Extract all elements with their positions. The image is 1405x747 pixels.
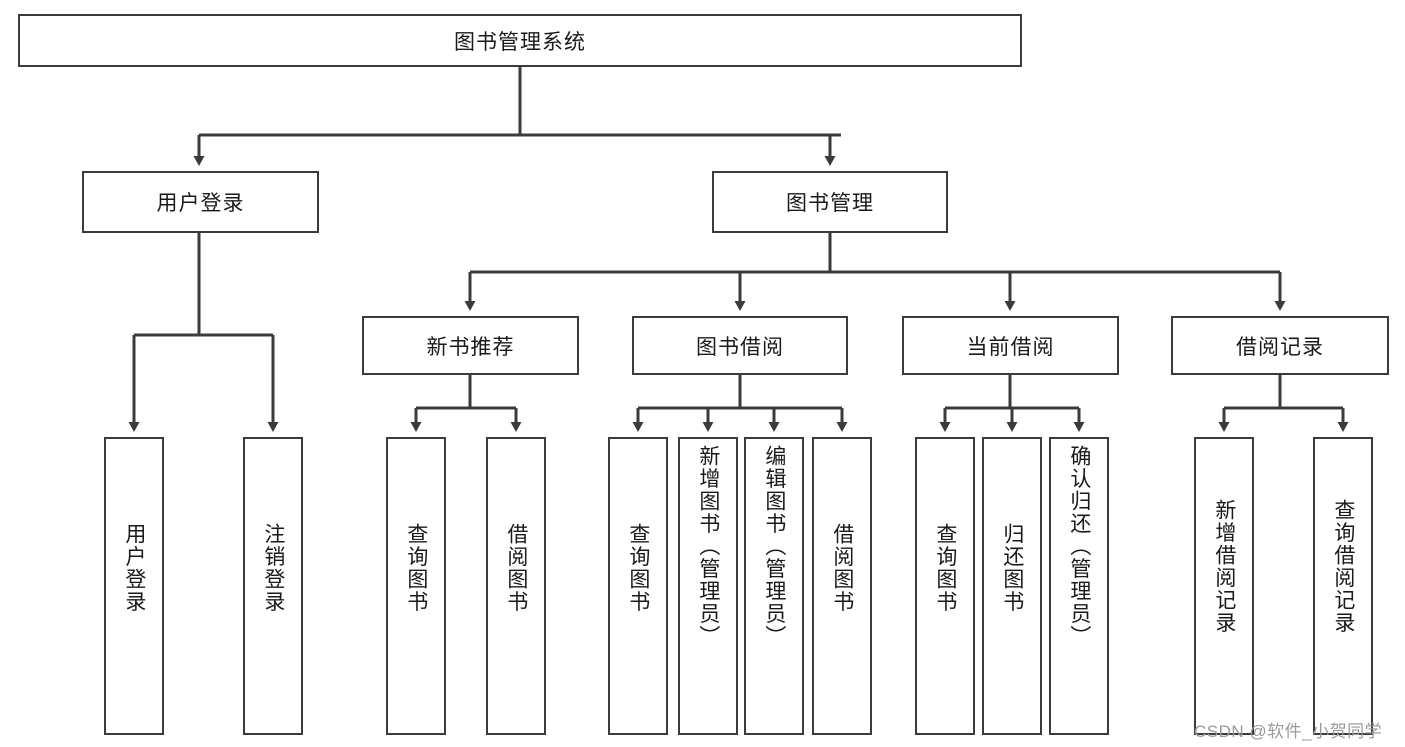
node-root-system[interactable]: 图书管理系统 [18, 14, 1022, 67]
node-label: 当前借阅 [966, 335, 1055, 359]
node-label: 确认归还（管理员） [1067, 445, 1091, 648]
node-current-borrow[interactable]: 当前借阅 [902, 316, 1119, 375]
node-label: 用户登录 [156, 192, 245, 215]
leaf-edit-book-admin[interactable]: 编辑图书（管理员） [744, 437, 804, 735]
node-label: 新书推荐 [426, 335, 515, 359]
leaf-borrow-book-newbook[interactable]: 借阅图书 [486, 437, 546, 735]
csdn-watermark: CSDN @软件_小贺同学 [1194, 722, 1383, 741]
node-label: 归还图书 [1000, 523, 1024, 613]
leaf-return-book[interactable]: 归还图书 [982, 437, 1042, 735]
node-label: 查询图书 [404, 523, 428, 613]
node-label: 图书借阅 [696, 335, 784, 359]
leaf-add-book-admin[interactable]: 新增图书（管理员） [678, 437, 738, 735]
leaf-query-book-newbook[interactable]: 查询图书 [386, 437, 446, 735]
node-label: 新增借阅记录 [1212, 499, 1236, 634]
leaf-user-login[interactable]: 用户登录 [104, 437, 164, 735]
node-label: 查询借阅记录 [1331, 499, 1355, 634]
node-label: 新增图书（管理员） [696, 445, 720, 648]
leaf-query-book-borrow[interactable]: 查询图书 [608, 437, 668, 735]
node-book-borrow[interactable]: 图书借阅 [632, 316, 848, 375]
node-label: 借阅图书 [504, 523, 528, 613]
leaf-logout[interactable]: 注销登录 [243, 437, 303, 735]
node-label: 用户登录 [122, 523, 146, 613]
node-label: 编辑图书（管理员） [762, 445, 786, 648]
node-label: 图书管理系统 [454, 30, 586, 54]
node-new-book-recommend[interactable]: 新书推荐 [362, 316, 579, 375]
node-label: 图书管理 [786, 192, 874, 215]
node-user-login[interactable]: 用户登录 [82, 171, 319, 233]
leaf-add-borrow-record[interactable]: 新增借阅记录 [1194, 437, 1254, 735]
node-book-management[interactable]: 图书管理 [712, 171, 948, 233]
node-borrow-record[interactable]: 借阅记录 [1171, 316, 1389, 375]
node-label: 注销登录 [261, 523, 285, 613]
leaf-borrow-book[interactable]: 借阅图书 [812, 437, 872, 735]
leaf-query-borrow-record[interactable]: 查询借阅记录 [1313, 437, 1373, 735]
node-label: 查询图书 [933, 523, 957, 613]
node-label: 借阅图书 [830, 523, 854, 613]
leaf-query-book-current[interactable]: 查询图书 [915, 437, 975, 735]
leaf-confirm-return-admin[interactable]: 确认归还（管理员） [1049, 437, 1109, 735]
node-label: 查询图书 [626, 523, 650, 613]
node-label: 借阅记录 [1236, 335, 1324, 359]
